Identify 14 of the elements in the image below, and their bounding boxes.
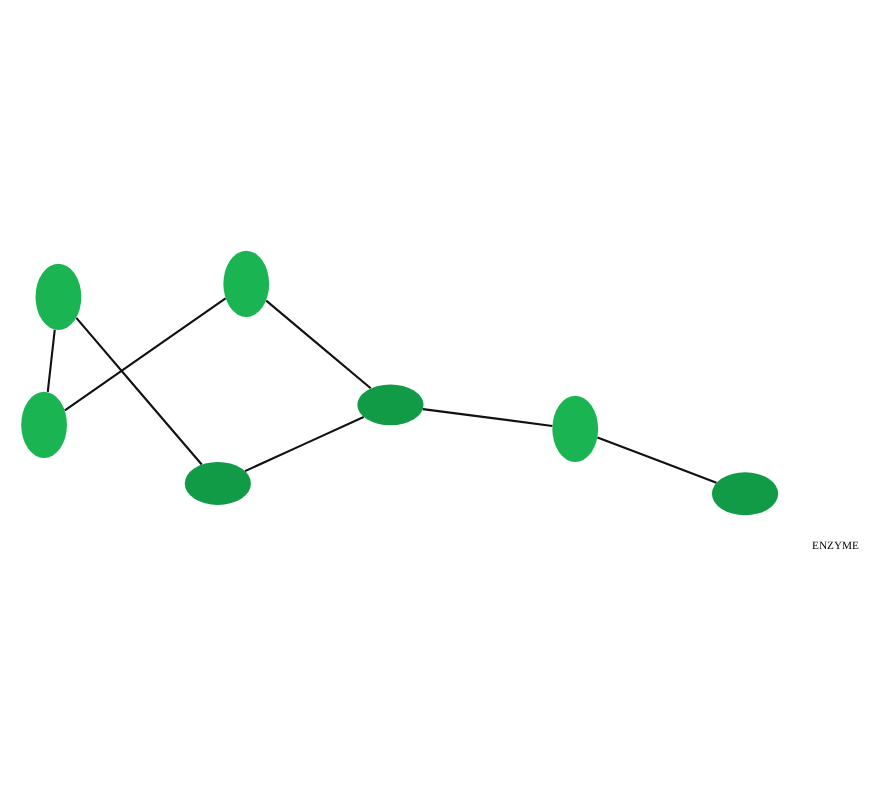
node-ellipse <box>21 391 67 458</box>
node-ellipse <box>357 384 424 426</box>
connector <box>265 299 372 390</box>
connector <box>46 329 56 393</box>
node-ellipse <box>35 263 82 331</box>
connector <box>75 317 203 466</box>
connector <box>64 297 227 412</box>
node-ellipse <box>184 461 251 505</box>
node-ellipse <box>711 472 779 516</box>
connector <box>244 416 365 473</box>
connector <box>422 408 553 427</box>
connector <box>597 436 717 484</box>
node-ellipse <box>223 250 270 318</box>
node-ellipse <box>552 395 599 463</box>
